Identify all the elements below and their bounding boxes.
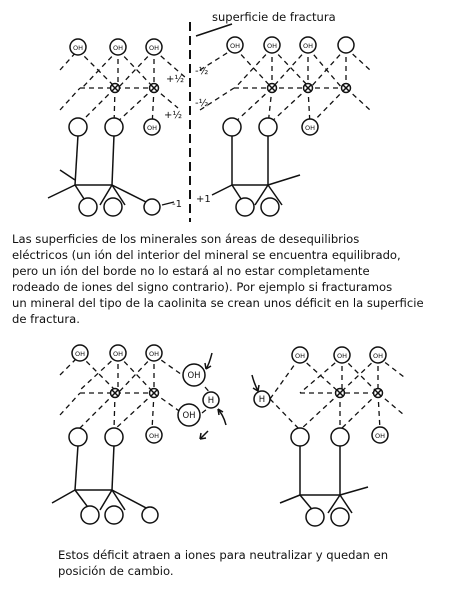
paragraph-line: Las superficies de los minerales son áre… [12,232,360,246]
charge-label: -1 [172,199,182,210]
free-ions [177,352,271,440]
oh-label: OH [149,432,159,440]
paragraph-line: rodeado de iones del signo contrario). P… [12,280,393,294]
charge-label: +1 [196,194,211,205]
paragraph-line: eléctricos (un ión del interior del mine… [12,248,401,262]
arrow-icon [199,430,209,440]
oh-label: OH [337,352,347,360]
caption-line: posición de cambio. [58,564,174,578]
ion-label: OH [182,411,195,421]
oh-label: OH [113,44,123,52]
oh-label: OH [295,352,305,360]
charge-label: -½ [195,65,209,77]
fracture-label: superficie de fractura [212,10,336,24]
right-mineral-structure [199,36,371,217]
top-structure-diagram: superficie de fractura [47,10,371,222]
charge-label: -½ [195,97,209,109]
charge-label: +½ [164,109,182,121]
ion-label: OH [187,371,200,381]
left-mineral-structure [47,38,187,217]
oh-label: OH [147,124,157,132]
right-mineral-structure-neutralized [269,346,405,527]
caption-line: Estos déficit atraen a iones para neutra… [58,548,389,562]
oh-label: OH [230,42,240,50]
oh-label: OH [375,432,385,440]
paragraph-line: un mineral del tipo de la caolinita se c… [12,296,424,310]
oh-label: OH [303,42,313,50]
oh-label: OH [75,350,85,358]
paragraph-line: de fractura. [12,312,80,326]
oh-label: OH [149,350,159,358]
ion-label: H [208,396,214,406]
oh-label: OH [305,124,315,132]
ion-label: H [259,395,265,405]
oh-label: OH [149,44,159,52]
paragraph-line: pero un ión del borde no lo estará al no… [12,264,370,278]
oh-label: OH [113,350,123,358]
charge-label: +½ [166,73,184,85]
oh-label: OH [73,44,83,52]
fracture-pointer [195,23,233,37]
oh-label: OH [267,42,277,50]
bottom-structure-diagram: OH OH OH OH OH OH OH OH OH H OH H [51,344,405,527]
oh-label: OH [373,352,383,360]
